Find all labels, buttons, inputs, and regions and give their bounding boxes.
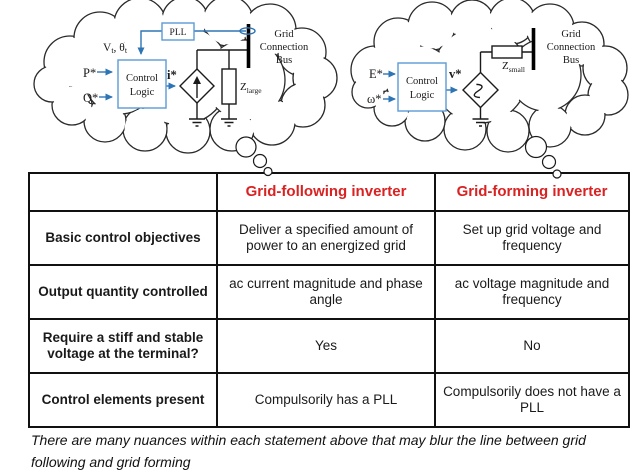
- grid-bus-label: Connection: [260, 42, 309, 53]
- grid-bus-label: Grid: [274, 29, 294, 40]
- row-label-cell: Basic control objectives: [28, 210, 218, 266]
- following-cell: Compulsorily has a PLL: [216, 372, 436, 428]
- control-logic-label: Control: [126, 73, 158, 84]
- ac-sine-icon: [473, 83, 483, 99]
- row-label-cell: Output quantity controlled: [28, 264, 218, 320]
- forming-cell: Set up grid voltage and frequency: [434, 210, 630, 266]
- row-label-cell: Require a stiff and stable voltage at th…: [28, 318, 218, 374]
- table-row: Control elements present Compulsorily ha…: [28, 372, 630, 428]
- control-logic-label: Logic: [410, 90, 435, 101]
- table-row: Basic control objectives Deliver a speci…: [28, 210, 630, 266]
- comparison-table: Grid-following inverter Grid-forming inv…: [28, 172, 630, 428]
- vt-theta-label: Vt, θt: [103, 42, 128, 55]
- grid-bus-label: Connection: [547, 42, 596, 53]
- grid-bus-label: Bus: [563, 55, 579, 66]
- thought-bubbles-left: [235, 136, 273, 177]
- grid-forming-circuit: Control Logic E* ω* v* Zsmall Grid Conne…: [367, 28, 596, 127]
- grid-bus-label: Bus: [276, 55, 292, 66]
- control-logic-block: [117, 59, 167, 109]
- forming-cell: No: [434, 318, 630, 374]
- control-logic-block: [397, 62, 447, 112]
- table-row: Output quantity controlled ac current ma…: [28, 264, 630, 320]
- header-empty-cell: [28, 172, 218, 212]
- grid-bus-label: Grid: [561, 29, 581, 40]
- following-cell: Deliver a specified amount of power to a…: [216, 210, 436, 266]
- forming-cell: Compulsorily does not have a PLL: [434, 372, 630, 428]
- z-small-label: Zsmall: [502, 60, 525, 74]
- pll-to-control-wire: [137, 30, 162, 55]
- voltage-source-icon: [462, 71, 499, 109]
- omega-ref-label: ω*: [367, 92, 381, 106]
- z-large-label: Zlarge: [240, 81, 262, 95]
- e-ref-label: E*: [369, 67, 383, 81]
- table-row: Require a stiff and stable voltage at th…: [28, 318, 630, 374]
- footnote: There are many nuances within each state…: [31, 432, 586, 471]
- control-logic-label: Logic: [130, 87, 155, 98]
- ground-icon: [189, 118, 237, 127]
- grid-following-circuit: PLL Control Logic Vt, θt P* Q* i* Zlarge…: [83, 22, 309, 127]
- impedance-small-icon: [491, 45, 523, 59]
- thought-cloud-right: [350, 0, 629, 153]
- header-grid-forming: Grid-forming inverter: [434, 172, 630, 212]
- following-cell: Yes: [216, 318, 436, 374]
- q-ref-label: Q*: [83, 91, 98, 105]
- wire: [196, 49, 247, 119]
- control-logic-label: Control: [406, 76, 438, 87]
- row-label-cell: Control elements present: [28, 372, 218, 428]
- forming-cell: ac voltage magnitude and frequency: [434, 264, 630, 320]
- i-ref-label: i*: [167, 68, 177, 82]
- current-source-icon: [179, 68, 215, 104]
- table-header-row: Grid-following inverter Grid-forming inv…: [28, 172, 630, 212]
- header-grid-following: Grid-following inverter: [216, 172, 436, 212]
- v-ref-label: v*: [449, 67, 462, 81]
- wire: [479, 51, 532, 119]
- thought-cloud-left: [33, 0, 338, 154]
- pll-block: [161, 22, 195, 41]
- ground-icon: [472, 118, 489, 127]
- p-ref-label: P*: [83, 66, 96, 80]
- pll-label: PLL: [170, 28, 187, 38]
- following-cell: ac current magnitude and phase angle: [216, 264, 436, 320]
- measurement-probe-icon: [239, 27, 256, 35]
- impedance-large-icon: [221, 68, 237, 105]
